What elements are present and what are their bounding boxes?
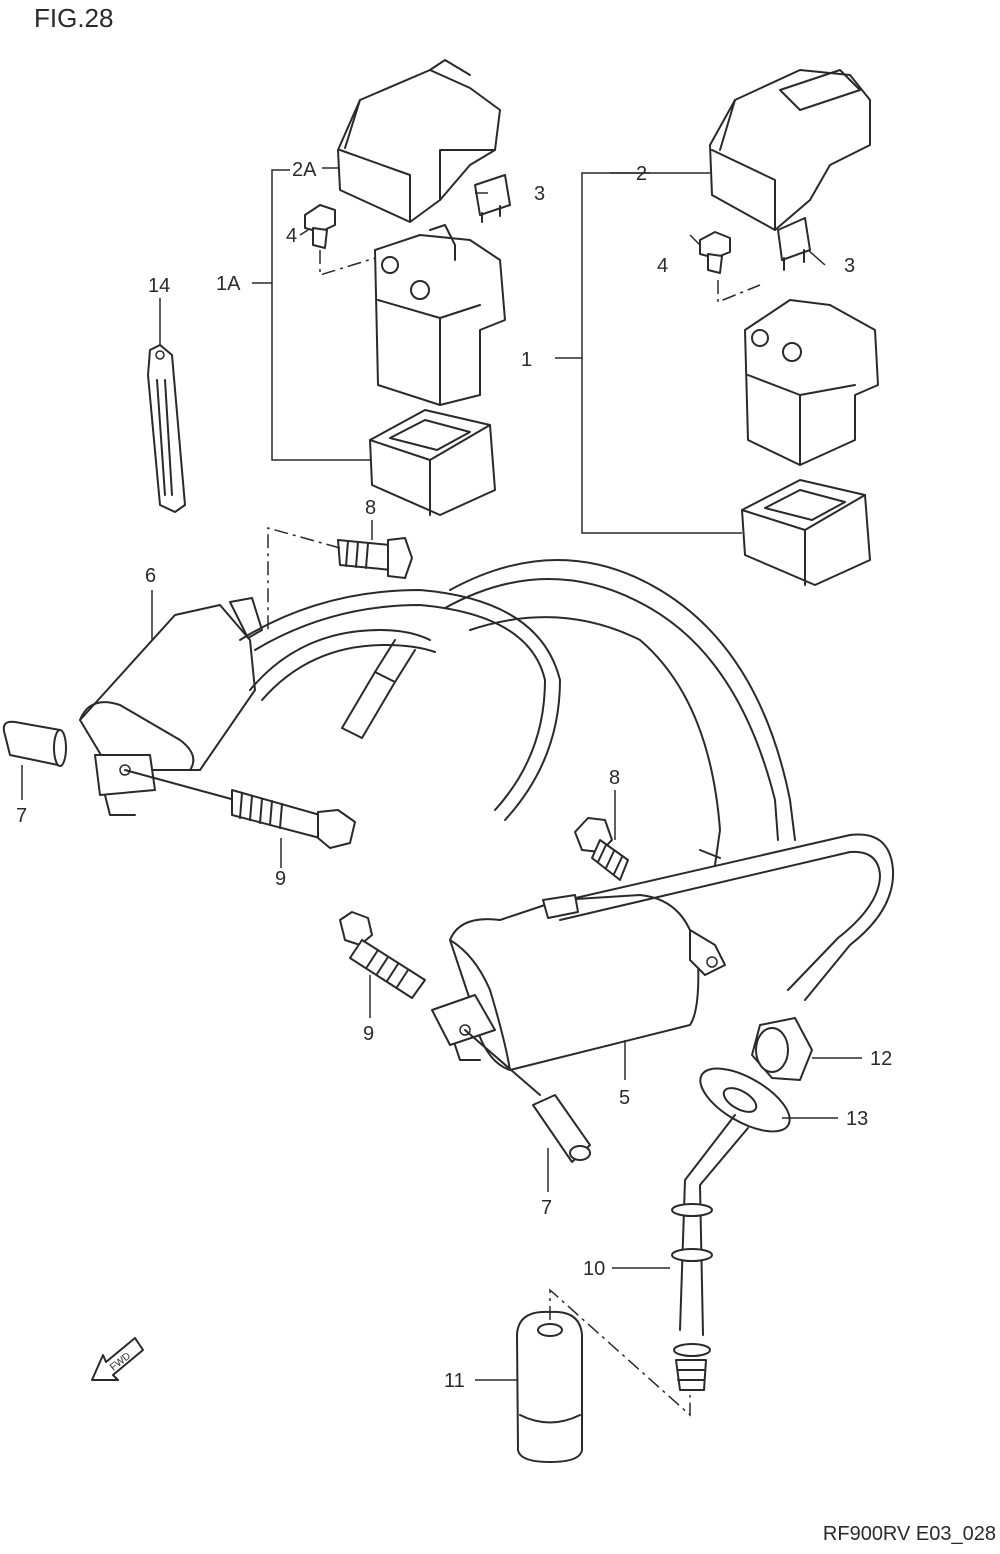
- plug-leads-left: [239, 589, 561, 821]
- callout-4-right: 4: [657, 255, 668, 277]
- lead-coil-5-outer: [544, 833, 895, 1001]
- callout-2: 2: [636, 163, 647, 185]
- leader-lines: [21, 167, 862, 1381]
- figure-title: FIG.28: [34, 3, 113, 33]
- bolt-8-lower: [574, 817, 629, 881]
- figure-code: RF900RV E03_028: [823, 1523, 996, 1545]
- relay-cover-2: [709, 69, 871, 231]
- cap-7-right: [532, 1094, 591, 1163]
- cap-7-left: [2, 720, 67, 767]
- callout-3-right: 3: [844, 255, 855, 277]
- callout-8-lower: 8: [609, 767, 620, 789]
- callout-1a: 1A: [216, 273, 241, 295]
- callout-14: 14: [148, 275, 170, 297]
- callout-2a: 2A: [292, 159, 317, 181]
- seal-13: [699, 1067, 791, 1133]
- callout-4-left: 4: [286, 225, 297, 247]
- callout-1: 1: [521, 349, 532, 371]
- bolt-9-left: [124, 769, 356, 849]
- callout-3-left: 3: [534, 183, 545, 205]
- callout-5: 5: [619, 1087, 630, 1109]
- callout-10: 10: [583, 1258, 605, 1280]
- assembly-line-left: [319, 250, 386, 277]
- plug-line: [549, 1288, 691, 1417]
- callout-12: 12: [870, 1048, 892, 1070]
- cap-4-right: [699, 231, 731, 274]
- relay-body-left: [374, 224, 506, 406]
- callout-13: 13: [846, 1108, 868, 1130]
- plug-lead-10: [671, 1114, 749, 1391]
- lead-coil-5-inner: [559, 850, 881, 991]
- relay-body-right: [744, 299, 879, 466]
- fuse-3-right: [777, 217, 811, 271]
- wire-strap-14: [147, 344, 186, 513]
- lead-5-c: [469, 616, 721, 866]
- assembly-line-right: [717, 280, 761, 304]
- grommet-12: [751, 1017, 813, 1081]
- callout-9-left: 9: [275, 868, 286, 890]
- callout-6: 6: [145, 565, 156, 587]
- fuse-3-left: [474, 174, 511, 223]
- ignition-coil-5: [431, 894, 726, 1071]
- cap-4-left: [304, 204, 336, 249]
- fwd-arrow-icon: FWD: [91, 1337, 144, 1381]
- lead-5-a: [449, 559, 796, 841]
- lead-5-b: [444, 578, 779, 841]
- bracket-1a: [252, 169, 370, 461]
- bolt-8-upper: [337, 537, 413, 579]
- coil-5-axis: [464, 1029, 541, 1096]
- lead-clip: [542, 894, 579, 919]
- relay-base-left: [369, 409, 496, 516]
- callout-9-lower: 9: [363, 1023, 374, 1045]
- bolt-line-upper: [267, 527, 341, 630]
- callout-8-upper: 8: [365, 497, 376, 519]
- callout-11: 11: [444, 1370, 465, 1392]
- relay-cover-2a: [337, 59, 501, 223]
- bolt-9-lower: [339, 911, 426, 999]
- callout-7-right: 7: [541, 1197, 552, 1219]
- relay-base-right: [741, 479, 871, 586]
- bracket-1: [555, 172, 742, 534]
- ignition-coil-6: [79, 597, 263, 816]
- plug-cap-11: [516, 1310, 583, 1463]
- callout-7-left: 7: [16, 805, 27, 827]
